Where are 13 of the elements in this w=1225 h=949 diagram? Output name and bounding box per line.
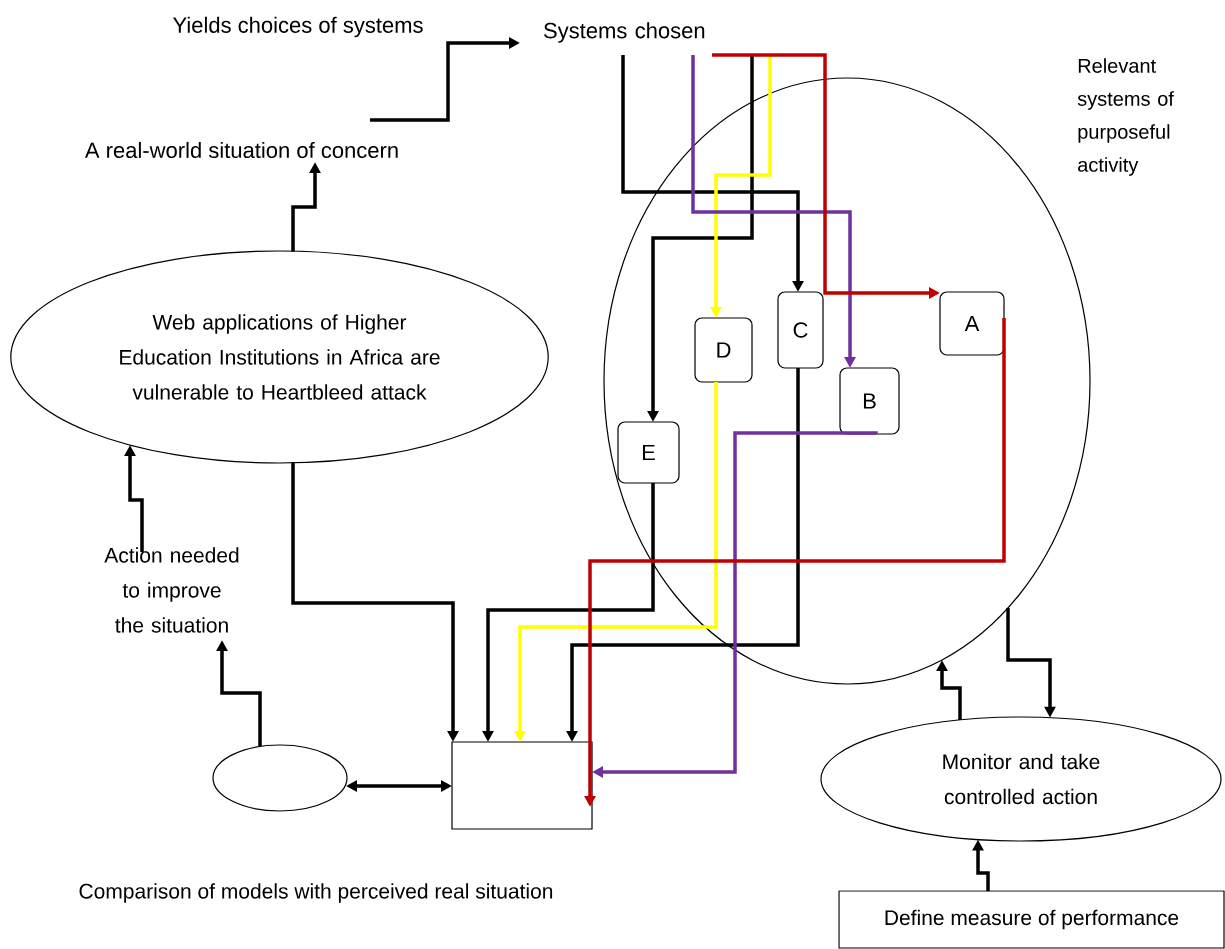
text-label: Yields choices of systems — [172, 16, 423, 38]
rounded-box: E — [617, 421, 680, 484]
rounded-box: C — [777, 291, 824, 369]
measure-box: Define measure of performance — [838, 890, 1225, 949]
text-label: Comparison of models with perceived real situation — [79, 883, 553, 903]
text-label: Action needed to improve the situation — [104, 547, 239, 633]
comparison-box — [451, 741, 593, 830]
text-label: Systems chosen — [544, 22, 705, 43]
rounded-box: A — [939, 291, 1005, 356]
text-label: A real-world situation of concern — [84, 141, 398, 159]
rounded-box: D — [694, 317, 753, 383]
rounded-box: B — [839, 367, 900, 435]
ellipse — [212, 744, 348, 812]
